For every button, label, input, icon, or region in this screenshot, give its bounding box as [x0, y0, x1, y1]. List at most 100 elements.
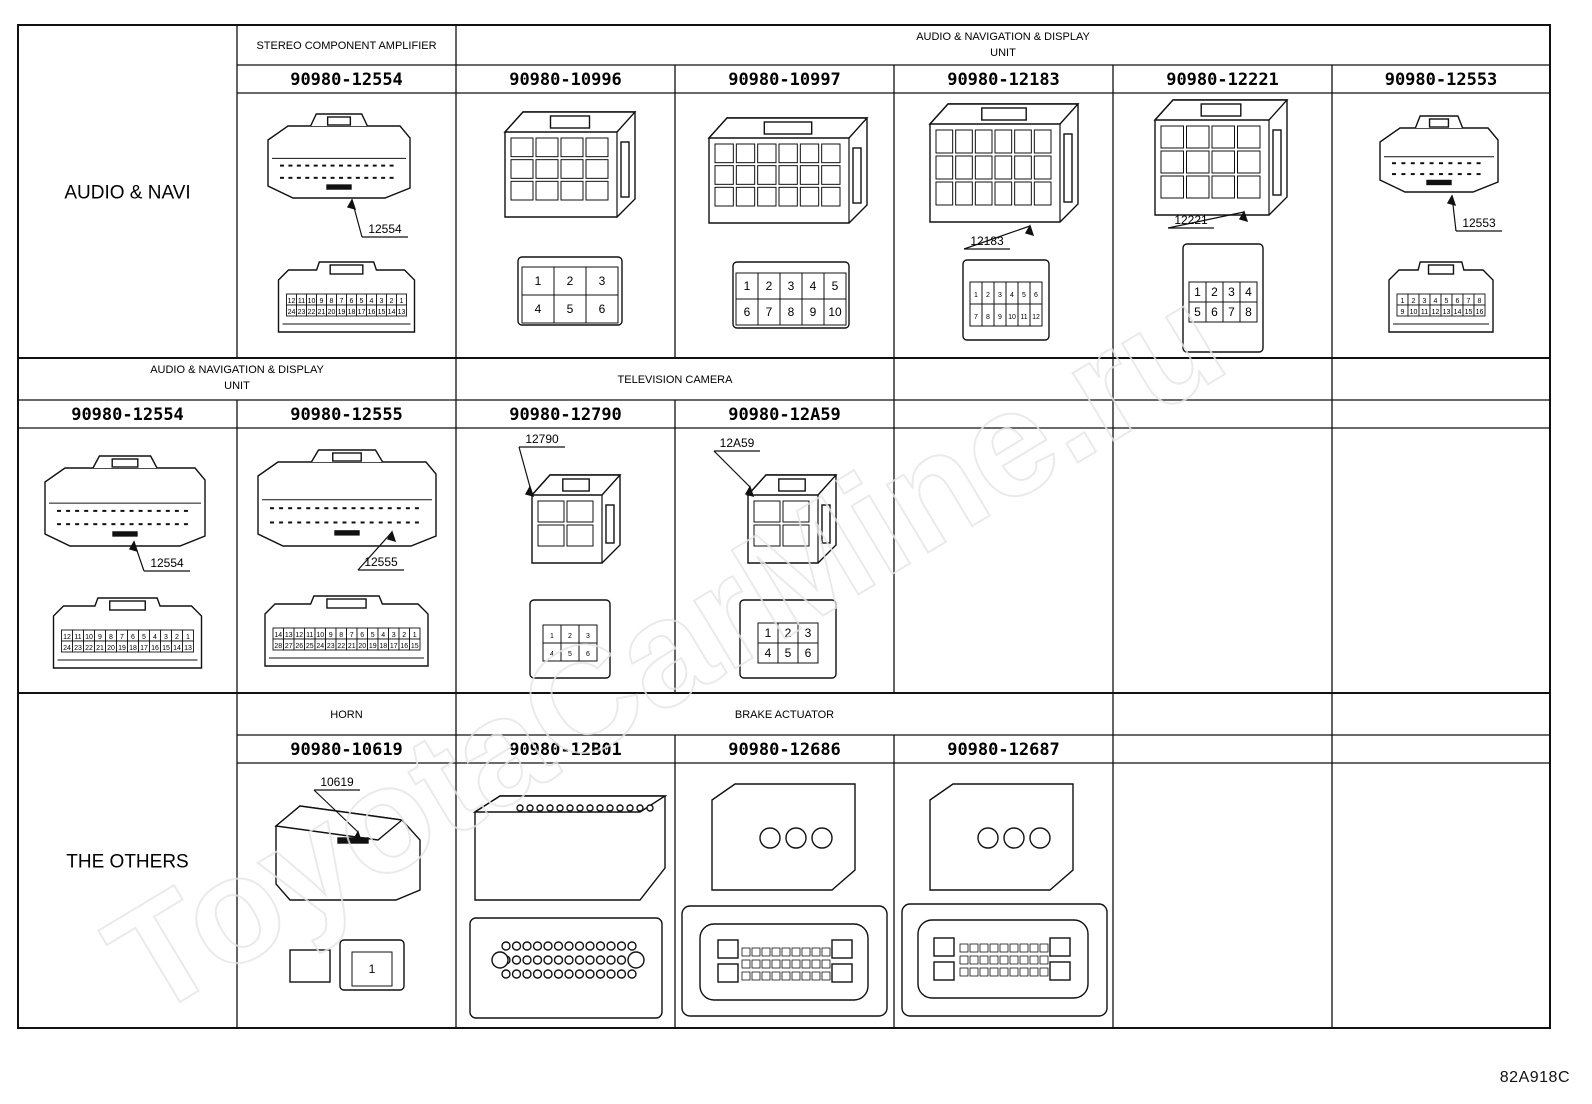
pin-number: 28 — [274, 643, 282, 650]
pin-number: 1 — [369, 962, 376, 976]
pin-number: 21 — [348, 643, 356, 650]
pin-number: 7 — [766, 305, 773, 319]
terminal-cavity — [574, 941, 585, 951]
callout-leader — [713, 450, 751, 488]
part-marking — [334, 530, 360, 536]
pin-number: 2 — [568, 633, 572, 640]
pin-number: 3 — [788, 279, 795, 293]
pin-number: 9 — [320, 298, 324, 305]
pin-number: 25 — [306, 643, 314, 650]
terminal-cavity — [994, 129, 1013, 154]
connector-outline — [109, 600, 146, 611]
pin-cell — [1019, 943, 1029, 953]
pin-number: 2 — [1412, 298, 1416, 305]
terminal-cavity — [782, 500, 810, 523]
terminal-cavity — [1003, 827, 1025, 849]
part-callout: 10619 — [320, 775, 354, 789]
terminal-cavity — [566, 500, 594, 523]
pin-number: 15 — [411, 643, 419, 650]
pin-number: 10 — [828, 305, 842, 319]
terminal-cavity — [778, 165, 798, 185]
terminal-cavity — [566, 804, 574, 812]
pin-number: 11 — [298, 298, 305, 305]
pin-cell — [717, 963, 739, 983]
pin-cell — [791, 947, 801, 957]
pin-cell — [182, 640, 194, 653]
terminal-cavity — [564, 955, 574, 965]
side-latch — [1063, 133, 1073, 203]
pin-cell — [801, 959, 811, 969]
pin-number: 17 — [140, 645, 148, 652]
grid-lines — [17, 24, 1551, 1029]
pin-number: 2 — [175, 634, 179, 641]
pin-number: 13 — [1443, 309, 1451, 316]
pin-cell — [999, 967, 1009, 977]
latch — [289, 949, 331, 983]
pin-cell — [585, 294, 619, 324]
terminal-cavity — [627, 969, 637, 979]
pin-number: 4 — [810, 279, 817, 293]
pin-number: 4 — [1010, 292, 1014, 299]
pin-number: 20 — [107, 645, 115, 652]
pin-number: 1 — [1401, 298, 1405, 305]
pin-number: 8 — [1245, 305, 1252, 319]
terminal-cavity — [1211, 125, 1235, 149]
pin-number: 23 — [298, 309, 306, 316]
part-number: 90980-12553 — [1385, 70, 1498, 90]
pin-cell — [811, 971, 821, 981]
pin-cell — [761, 959, 771, 969]
terminal-cavity — [714, 143, 734, 164]
pin-number: 24 — [288, 309, 296, 316]
pin-number: 8 — [788, 305, 795, 319]
side-latch — [605, 504, 615, 544]
pin-number: 6 — [744, 305, 751, 319]
pin-cell — [821, 947, 831, 957]
connector-12B01 — [469, 795, 668, 1019]
terminal-cavity — [595, 955, 606, 965]
terminal-cavity — [532, 955, 543, 965]
pin-number: 19 — [338, 309, 346, 316]
terminal-cavity — [553, 969, 564, 979]
pin-cell — [969, 967, 979, 977]
connector-12687 — [901, 783, 1108, 1017]
pin-number: 11 — [1020, 314, 1027, 321]
part-callout: 12A59 — [720, 436, 755, 450]
pin-number: 5 — [568, 651, 572, 658]
callout-arrow — [1238, 210, 1249, 223]
pin-number: 15 — [162, 645, 170, 652]
terminal-cavity — [553, 955, 564, 965]
pin-cell — [791, 959, 801, 969]
pin-number: 9 — [98, 634, 102, 641]
row-label: AUDIO & NAVI — [64, 183, 190, 204]
terminal-cavity — [1211, 175, 1235, 199]
terminal-cavity — [543, 969, 553, 979]
pin-cell — [811, 947, 821, 957]
side-latch — [620, 141, 630, 198]
pin-cell — [823, 298, 847, 326]
pin-number: 7 — [120, 634, 124, 641]
pin-number: 6 — [131, 634, 135, 641]
part-marking — [112, 531, 138, 537]
terminal-cavity — [1033, 181, 1052, 206]
pin-cell — [933, 961, 955, 981]
pin-number: 20 — [358, 643, 366, 650]
callout-arrow — [524, 485, 535, 498]
pin-cell — [771, 971, 781, 981]
terminal-cavity — [616, 941, 627, 951]
pin-cell — [1019, 967, 1029, 977]
pin-cell — [751, 971, 761, 981]
pin-number: 1 — [974, 292, 978, 299]
pin-number: 3 — [586, 633, 590, 640]
terminal-cavity — [585, 969, 595, 979]
pin-number: 5 — [832, 279, 839, 293]
pin-number: 17 — [358, 309, 366, 316]
pin-number: 4 — [153, 634, 157, 641]
pin-number: 10 — [1008, 314, 1016, 321]
pin-number: 3 — [164, 634, 168, 641]
connector-outline — [326, 116, 352, 126]
pin-number: 4 — [550, 651, 554, 658]
terminal-cavity — [626, 804, 634, 812]
